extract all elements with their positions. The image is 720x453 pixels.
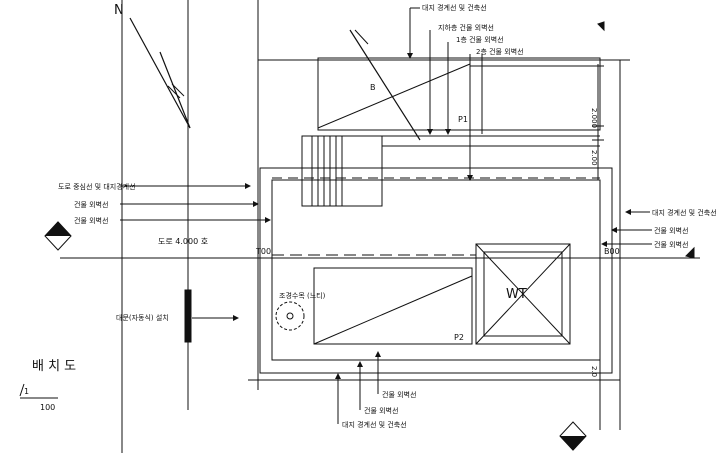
label-wall-right-2: 건물 외벽선 bbox=[654, 240, 688, 249]
gate-bar bbox=[184, 289, 192, 343]
tree-center bbox=[286, 312, 294, 320]
label-boundary-bottom: 대지 경계선 및 건축선 bbox=[342, 420, 407, 429]
dim-3: 2.0 bbox=[590, 366, 598, 377]
left-leaders bbox=[120, 183, 271, 321]
label-p1: P1 bbox=[458, 115, 468, 124]
water-tank-box bbox=[475, 243, 571, 345]
flag-marker-right bbox=[685, 246, 695, 259]
building-inner-wall bbox=[271, 179, 601, 361]
label-basement-wall: 지하층 건물 외벽선 bbox=[438, 23, 494, 32]
scale-denominator: 100 bbox=[40, 403, 55, 412]
upper-annex-block bbox=[317, 57, 601, 131]
inner-room-diagonal bbox=[313, 275, 473, 345]
inner-room bbox=[313, 267, 473, 345]
right-leaders bbox=[601, 209, 652, 247]
flag-marker-top bbox=[597, 21, 605, 32]
section-cut-line bbox=[349, 29, 421, 141]
tree-symbol bbox=[275, 301, 305, 331]
section-marker-bottom bbox=[559, 421, 587, 451]
label-site-boundary-top: 대지 경계선 및 건축선 bbox=[422, 3, 487, 12]
scale-tick bbox=[19, 383, 25, 397]
dim-2: 2.00 bbox=[590, 150, 598, 166]
label-gate: 대문(자동식) 설치 bbox=[116, 313, 169, 322]
label-section-b: B bbox=[370, 83, 376, 92]
annex-diagonal bbox=[317, 63, 471, 129]
label-water-tank: WT bbox=[506, 287, 527, 302]
bottom-leaders bbox=[335, 351, 381, 424]
section-marker-left bbox=[44, 221, 72, 251]
label-p2: P2 bbox=[454, 333, 464, 342]
water-tank-cross-b bbox=[475, 243, 571, 345]
scale-numerator: 1 bbox=[24, 387, 29, 396]
section-cut-tick bbox=[354, 29, 369, 45]
label-road-center: 도로 중심선 및 대지경계선 bbox=[58, 182, 136, 191]
water-tank-inner bbox=[483, 251, 563, 337]
top-leaders bbox=[407, 7, 483, 181]
label-wall-bottom-1: 건물 외벽선 bbox=[382, 390, 416, 399]
label-boundary-right: 대지 경계선 및 건축선 bbox=[652, 208, 717, 217]
label-elevation-right: B00 bbox=[604, 247, 620, 256]
label-road: 도로 4.000 호 bbox=[158, 237, 208, 246]
dim-1: 2.000 bbox=[590, 108, 598, 128]
annex-roof-strip bbox=[469, 57, 601, 67]
north-letter: N bbox=[114, 3, 124, 18]
label-wall-left-1: 건물 외벽선 bbox=[74, 200, 108, 209]
label-wall-right-1: 건물 외벽선 bbox=[654, 226, 688, 235]
label-tree: 조경수목 (느티) bbox=[279, 291, 326, 300]
label-elevation-left: T00 bbox=[255, 247, 271, 256]
label-wall-left-2: 건물 외벽선 bbox=[74, 216, 108, 225]
label-2f-wall: 2층 건물 외벽선 bbox=[476, 47, 524, 56]
label-wall-bottom-2: 건물 외벽선 bbox=[364, 406, 398, 415]
north-arrow: N bbox=[114, 3, 191, 129]
stair-treads bbox=[311, 136, 343, 206]
building-outer-wall bbox=[259, 167, 613, 374]
dimension-chain bbox=[592, 64, 604, 430]
drawing-title: 배 치 도 bbox=[32, 359, 76, 374]
label-1f-wall: 1층 건물 외벽선 bbox=[456, 35, 504, 44]
